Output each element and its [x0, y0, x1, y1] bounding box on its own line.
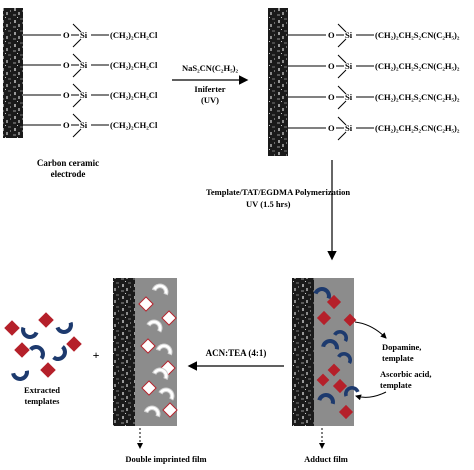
- ascorbic-label-line2: template: [380, 380, 412, 390]
- polymerization-conditions: Template/TAT/EGDMA Polymerization: [206, 187, 350, 197]
- ascorbic-callout-arrow: [355, 391, 387, 401]
- imprinted-film-group: Double imprinted film: [113, 278, 207, 464]
- extracted-ascorbic-acid: [29, 345, 45, 360]
- extracted-dopamine: [40, 362, 56, 378]
- silicon-label: Si: [345, 61, 353, 71]
- extracted-dopamine: [14, 342, 30, 358]
- silicon-label: Si: [80, 30, 88, 40]
- extracted-ascorbic-acid: [21, 326, 39, 339]
- extracted-ascorbic-acid: [52, 345, 67, 361]
- dopamine-label-line1: Dopamine,: [382, 342, 421, 352]
- dopamine-cavity: [162, 402, 178, 418]
- chloropropyl-chain-1: O Si (CH₂)₂CH₂Cl: [23, 23, 158, 48]
- dopamine-template: [332, 378, 348, 394]
- silicon-label: Si: [80, 120, 88, 130]
- carbon-electrode-strip: [3, 8, 23, 138]
- extracted-dopamine: [38, 312, 54, 328]
- extracted-ascorbic-acid: [55, 321, 73, 334]
- dopamine-cavity: [140, 338, 156, 354]
- imprinted-film-caption: Double imprinted film: [125, 454, 206, 464]
- adduct-film-caption: Adduct film: [304, 454, 348, 464]
- iniferter-chain-1: O Si (CH₂)₂CH₂S₂CN(C₂H₅)₂: [288, 23, 460, 48]
- dopamine-template: [316, 310, 332, 326]
- extraction-step: ACN:TEA (4:1): [187, 348, 284, 371]
- dopamine-callout-arrow: [354, 321, 387, 339]
- dopamine-cavity: [138, 296, 154, 312]
- iniferter-label: Iniferter: [194, 84, 225, 94]
- dopamine-cavity: [161, 310, 177, 326]
- dopamine-template: [316, 373, 330, 387]
- adduct-electrode-strip: [292, 278, 314, 426]
- ascorbic-acid-cavity: [151, 283, 169, 296]
- oxygen-label: O: [63, 120, 70, 130]
- silicon-label: Si: [80, 60, 88, 70]
- iniferter-chain-4: O Si (CH₂)₂CH₂S₂CN(C₂H₅)₂: [288, 116, 460, 141]
- extracted-ascorbic-acid: [11, 370, 29, 381]
- chloropropyl-chain-2: O Si (CH₂)₂CH₂Cl: [23, 53, 158, 78]
- ascorbic-acid-template: [333, 330, 348, 342]
- oxygen-label: O: [328, 92, 335, 102]
- iniferter-electrode-strip: [268, 8, 288, 156]
- extracted-dopamine: [4, 320, 20, 336]
- oxygen-label: O: [63, 60, 70, 70]
- alkyl-group-label: (CH₂)₂CH₂Cl: [110, 60, 158, 70]
- oxygen-label: O: [63, 90, 70, 100]
- silicon-label: Si: [345, 123, 353, 133]
- extracted-templates-group: + Extracted templates: [4, 312, 100, 406]
- polymerization-time: UV (1.5 hrs): [246, 199, 291, 209]
- ascorbic-acid-template: [321, 339, 339, 350]
- alkyl-group-label: (CH₂)₂CH₂Cl: [110, 30, 158, 40]
- iniferter-reagent: NaS₂CN(C₂H₅)₂: [182, 63, 238, 73]
- iniferter-chain-3: O Si (CH₂)₂CH₂S₂CN(C₂H₅)₂: [288, 85, 460, 110]
- iniferter-step: NaS₂CN(C₂H₅)₂ Iniferter (UV): [172, 63, 249, 105]
- alkyl-group-label: (CH₂)₂CH₂S₂CN(C₂H₅)₂: [375, 61, 460, 71]
- dopamine-template: [326, 294, 342, 310]
- plus-sign: +: [93, 348, 100, 362]
- silicon-label: Si: [345, 92, 353, 102]
- oxygen-label: O: [328, 61, 335, 71]
- extracted-dopamine: [66, 336, 82, 352]
- silicon-label: Si: [345, 30, 353, 40]
- ascorbic-acid-cavity: [158, 387, 175, 401]
- dopamine-template: [327, 363, 341, 377]
- extraction-solvent: ACN:TEA (4:1): [206, 348, 267, 358]
- oxygen-label: O: [328, 123, 335, 133]
- alkyl-group-label: (CH₂)₂CH₂S₂CN(C₂H₅)₂: [375, 123, 460, 133]
- ascorbic-label-line1: Ascorbic acid,: [380, 369, 431, 379]
- dopamine-cavity: [141, 380, 157, 396]
- dopamine-label-line2: template: [382, 353, 414, 363]
- dopamine-template: [343, 313, 357, 327]
- ascorbic-acid-template: [317, 393, 335, 405]
- imprinted-electrode-strip: [113, 278, 135, 426]
- electrode-caption-line2: electrode: [51, 169, 86, 179]
- iniferter-chain-2: O Si (CH₂)₂CH₂S₂CN(C₂H₅)₂: [288, 54, 460, 79]
- silicon-label: Si: [80, 90, 88, 100]
- alkyl-group-label: (CH₂)₂CH₂S₂CN(C₂H₅)₂: [375, 30, 460, 40]
- ascorbic-acid-template: [344, 386, 360, 397]
- ascorbic-acid-cavity: [152, 367, 169, 381]
- dopamine-template: [338, 404, 354, 420]
- ascorbic-acid-cavity: [155, 343, 173, 356]
- oxygen-label: O: [328, 30, 335, 40]
- ascorbic-acid-template: [337, 352, 352, 364]
- uv-label: (UV): [201, 95, 219, 105]
- alkyl-group-label: (CH₂)₂CH₂Cl: [110, 120, 158, 130]
- ascorbic-acid-cavity: [143, 405, 161, 418]
- extracted-caption-line2: templates: [25, 396, 61, 406]
- electrode-caption-line1: Carbon ceramic: [37, 158, 99, 168]
- adduct-film-group: Dopamine, template Ascorbic acid, templa…: [292, 278, 431, 464]
- iniferter-electrode-group: O Si (CH₂)₂CH₂S₂CN(C₂H₅)₂ O Si (CH₂)₂CH₂S₂CN(…: [268, 8, 460, 156]
- ascorbic-acid-cavity: [146, 319, 163, 333]
- alkyl-group-label: (CH₂)₂CH₂Cl: [110, 90, 158, 100]
- chloropropyl-chain-4: O Si (CH₂)₂CH₂Cl: [23, 113, 158, 138]
- ascorbic-acid-template: [313, 287, 331, 300]
- alkyl-group-label: (CH₂)₂CH₂S₂CN(C₂H₅)₂: [375, 92, 460, 102]
- polymerization-step: Template/TAT/EGDMA Polymerization UV (1.…: [206, 160, 350, 261]
- extracted-caption-line1: Extracted: [24, 385, 60, 395]
- oxygen-label: O: [63, 30, 70, 40]
- chloropropyl-chain-3: O Si (CH₂)₂CH₂Cl: [23, 83, 158, 108]
